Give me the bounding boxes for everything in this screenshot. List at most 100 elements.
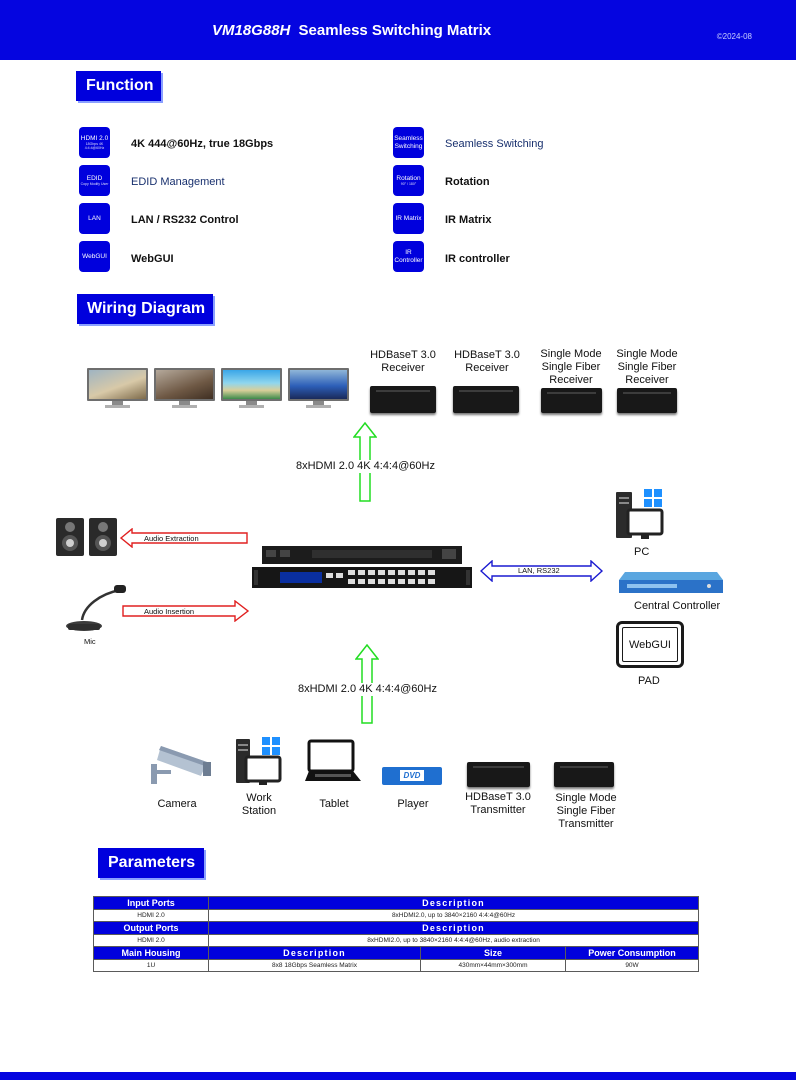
function-label: WebGUI [131, 253, 174, 265]
pc-label: PC [634, 546, 650, 558]
badge-subtext: 18Gbps 4K 4:4:4@60Hz [84, 142, 105, 151]
ir-controller-badge-icon: IR Controller [393, 241, 424, 272]
source-label: Work Station [236, 792, 282, 818]
lan-link-label: LAN, RS232 [518, 566, 560, 575]
lan-badge-icon: LAN [79, 203, 110, 234]
function-heading: Function [76, 71, 161, 101]
size-header: Size [420, 946, 566, 960]
audio-insertion-label: Audio Insertion [144, 607, 195, 616]
receiver-label: Single Mode Single Fiber Receiver [531, 348, 611, 387]
label-line: Work [246, 792, 272, 804]
input-ports-header: Input Ports [93, 896, 209, 910]
mic-label: Mic [84, 637, 96, 646]
output-desc-cell: 8xHDMI2.0, up to 3840×2160 4:4:4@60Hz, a… [207, 934, 700, 947]
description-header: Description [207, 896, 700, 910]
edid-badge-icon: EDID Copy Modify User [79, 165, 110, 196]
input-desc-cell: 8xHDMI2.0, up to 3840×2160 4:4:4@60Hz [207, 909, 700, 922]
badge-text: Seamless Switching [394, 135, 423, 150]
matrix-switcher-icon [252, 546, 472, 588]
label-line: Tablet [319, 798, 349, 810]
dvd-logo: DVD [400, 770, 424, 781]
size-cell: 430mm×44mm×300mm [420, 959, 566, 972]
workstation-icon [236, 737, 282, 785]
seamless-badge-icon: Seamless Switching [393, 127, 424, 158]
label-line: Single Mode [616, 348, 678, 360]
power-header: Power Consumption [564, 946, 700, 960]
webgui-badge-icon: WebGUI [79, 241, 110, 272]
output-port-cell: HDMI 2.0 [93, 934, 209, 947]
badge-text: HDMI 2.0 [80, 134, 109, 142]
dvd-player-icon: DVD [382, 767, 442, 785]
receiver-label: Single Mode Single Fiber Receiver [607, 348, 687, 387]
input-port-cell: HDMI 2.0 [93, 909, 209, 922]
label-line: Transmitter [558, 818, 614, 830]
lan-link-arrow-icon [480, 560, 604, 582]
function-label: IR controller [445, 253, 510, 265]
label-line: Single Fiber [556, 805, 616, 817]
hdbaset-transmitter-icon [467, 762, 530, 787]
table-row: 1U 8x8 18Gbps Seamless Matrix 430mm×44mm… [93, 959, 700, 972]
power-cell: 90W [564, 959, 700, 972]
fiber-receiver-icon [541, 388, 602, 413]
copyright: ©2024-08 [716, 32, 752, 41]
table-header-row: Input Ports Description [93, 896, 700, 910]
hdbaset-receiver-icon [370, 386, 436, 413]
source-label: Single Mode Single Fiber Transmitter [546, 792, 626, 831]
tablet-pad-icon: WebGUI [616, 621, 684, 668]
label-line: Receiver [625, 374, 669, 386]
table-header-row: Main Housing Description Size Power Cons… [93, 946, 700, 960]
label-line: Single Fiber [617, 361, 677, 373]
badge-text: LAN [88, 214, 101, 222]
central-controller-label: Central Controller [634, 600, 721, 612]
housing-cell: 1U [93, 959, 209, 972]
speakers-icon [56, 518, 117, 556]
pc-icon [616, 489, 664, 539]
table-row: HDMI 2.0 8xHDMI2.0, up to 3840×2160 4:4:… [93, 934, 700, 947]
ir-matrix-badge-icon: IR Matrix [393, 203, 424, 234]
central-controller-icon [619, 572, 723, 593]
description-header: Description [208, 946, 421, 960]
source-label: Camera [154, 798, 200, 811]
label-line: Camera [157, 798, 197, 810]
description-header: Description [207, 921, 700, 935]
label-line: HDBaseT 3.0 [454, 349, 520, 361]
receiver-label: HDBaseT 3.0 Receiver [446, 349, 528, 375]
input-link-label: 8xHDMI 2.0 4K 4:4:4@60Hz [298, 683, 438, 696]
monitor-icon [154, 368, 215, 408]
source-label: Tablet [312, 798, 356, 811]
audio-extraction-arrow-icon [120, 528, 248, 548]
label-line: Single Mode [540, 348, 602, 360]
source-label: Player [388, 798, 438, 811]
label-line: Player [397, 798, 429, 810]
output-link-label: 8xHDMI 2.0 4K 4:4:4@60Hz [296, 460, 435, 473]
label-line: Receiver [381, 362, 425, 374]
label-line: HDBaseT 3.0 [465, 791, 531, 803]
hdmi-badge-icon: HDMI 2.0 18Gbps 4K 4:4:4@60Hz [79, 127, 110, 158]
label-line: Transmitter [470, 804, 526, 816]
label-line: Receiver [549, 374, 593, 386]
function-label: LAN / RS232 Control [131, 214, 239, 226]
model-name: VM18G88H [212, 22, 291, 39]
receiver-label: HDBaseT 3.0 Receiver [362, 349, 444, 375]
badge-text: IR Matrix [395, 214, 422, 222]
parameters-heading: Parameters [98, 848, 204, 878]
function-label: EDID Management [131, 176, 225, 188]
function-label: 4K 444@60Hz, true 18Gbps [131, 138, 274, 150]
wiring-heading: Wiring Diagram [77, 294, 213, 324]
output-ports-header: Output Ports [93, 921, 209, 935]
function-label: Rotation [445, 176, 490, 188]
badge-text: Rotation [396, 174, 421, 182]
badge-subtext: 90° / 180° [400, 182, 417, 187]
main-housing-header: Main Housing [93, 946, 209, 960]
microphone-icon [66, 585, 126, 631]
fiber-receiver-icon [617, 388, 677, 413]
page-header: VM18G88H Seamless Switching Matrix ©2024… [0, 0, 796, 60]
badge-subtext: Copy Modify User [80, 182, 109, 187]
camera-icon [151, 746, 211, 784]
up-arrow-icon [353, 422, 377, 502]
parameters-table: Input Ports Description HDMI 2.0 8xHDMI2… [93, 896, 700, 972]
audio-insertion-arrow-icon [122, 600, 250, 622]
audio-extraction-label: Audio Extraction [144, 534, 199, 543]
label-line: HDBaseT 3.0 [370, 349, 436, 361]
fiber-transmitter-icon [554, 762, 614, 787]
